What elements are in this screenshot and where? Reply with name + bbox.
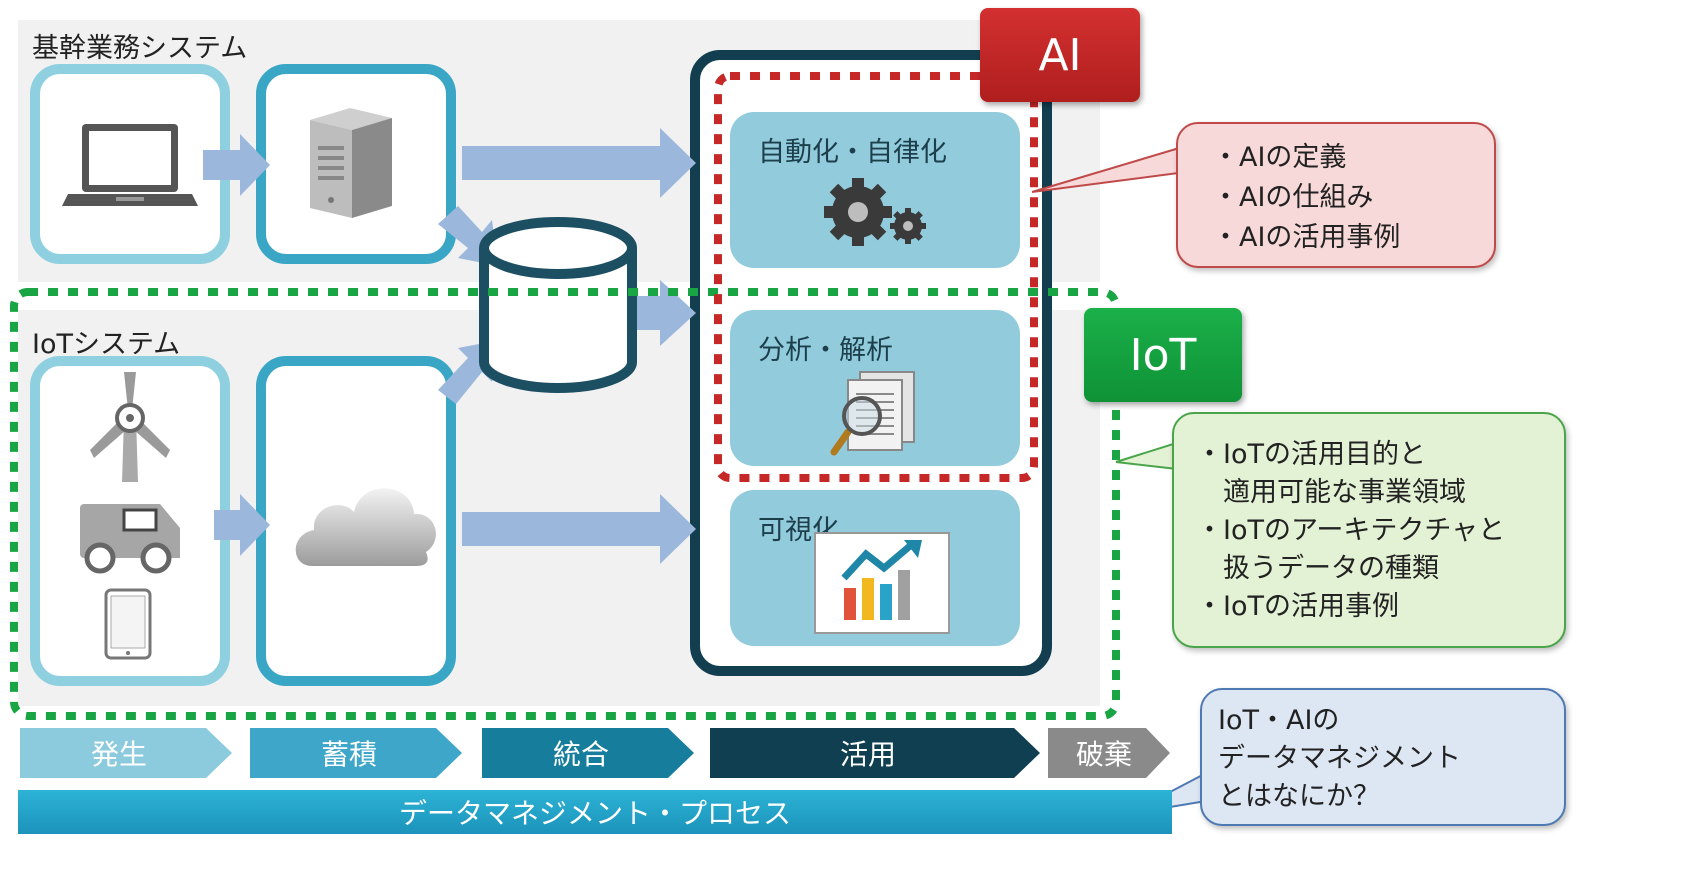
question-callout-line: とはなにか？ [1218, 781, 1380, 812]
server-icon [310, 108, 392, 218]
core-system-label: 基幹業務システム [32, 33, 248, 64]
function-visualization: 可視化 [730, 490, 1020, 646]
process-step-integrate: 統合 [482, 728, 694, 778]
ai-callout-tail [1031, 144, 1187, 193]
wind-turbine-icon [90, 372, 170, 482]
question-callout-line: データマネジメント [1218, 743, 1461, 774]
question-callout: IoT・AIの データマネジメント とはなにか？ [1200, 688, 1566, 826]
process-step-dispose: 破棄 [1048, 728, 1170, 778]
arrow-pc-server [203, 134, 270, 196]
question-callout-line: IoT・AIの [1218, 705, 1340, 736]
iot-callout-line: 適用可能な事業領域 [1196, 477, 1466, 508]
ai-callout-line: ・AIの定義 [1212, 142, 1347, 173]
cloud-icon [295, 488, 436, 566]
iot-callout: ・IoTの活用目的と 適用可能な事業領域 ・IoTのアーキテクチャと 扱うデータ… [1172, 412, 1566, 648]
ai-callout-line: ・AIの活用事例 [1212, 222, 1401, 253]
data-management-process-bar: データマネジメント・プロセス [18, 790, 1172, 834]
chart-icon [814, 532, 950, 634]
iot-callout-line: ・IoTのアーキテクチャと [1196, 515, 1506, 546]
iot-callout-line: 扱うデータの種類 [1196, 553, 1439, 584]
iot-system-label: IoTシステム [32, 329, 181, 360]
tablet-icon [104, 588, 152, 660]
ai-tag: AI [980, 8, 1140, 102]
function-automation: 自動化・自律化 [730, 112, 1020, 268]
function-analysis: 分析・解析 [730, 310, 1020, 466]
process-step-utilize: 活用 [710, 728, 1040, 778]
ai-scope-border [714, 72, 1038, 482]
iot-scope-border [10, 288, 1120, 720]
truck-icon [80, 504, 180, 574]
iot-callout-line: ・IoTの活用事例 [1196, 591, 1399, 622]
document-magnifier-icon [830, 371, 915, 456]
iot-tag: IoT [1084, 308, 1242, 402]
ai-callout: ・AIの定義 ・AIの仕組み ・AIの活用事例 [1176, 122, 1496, 268]
arrow-devices-cloud [214, 494, 270, 556]
process-step-store: 蓄積 [250, 728, 462, 778]
arrow-cloud-app [462, 494, 696, 564]
process-step-generate: 発生 [20, 728, 232, 778]
iot-callout-line: ・IoTの活用目的と [1196, 439, 1426, 470]
ai-callout-line: ・AIの仕組み [1212, 182, 1374, 213]
function-automation-label: 自動化・自律化 [758, 137, 947, 168]
arrow-db-app [628, 280, 696, 346]
arrow-server-app [462, 128, 696, 198]
laptop-icon [62, 124, 198, 206]
function-analysis-label: 分析・解析 [758, 335, 893, 366]
database-icon [479, 217, 637, 393]
gears-icon [824, 178, 926, 246]
